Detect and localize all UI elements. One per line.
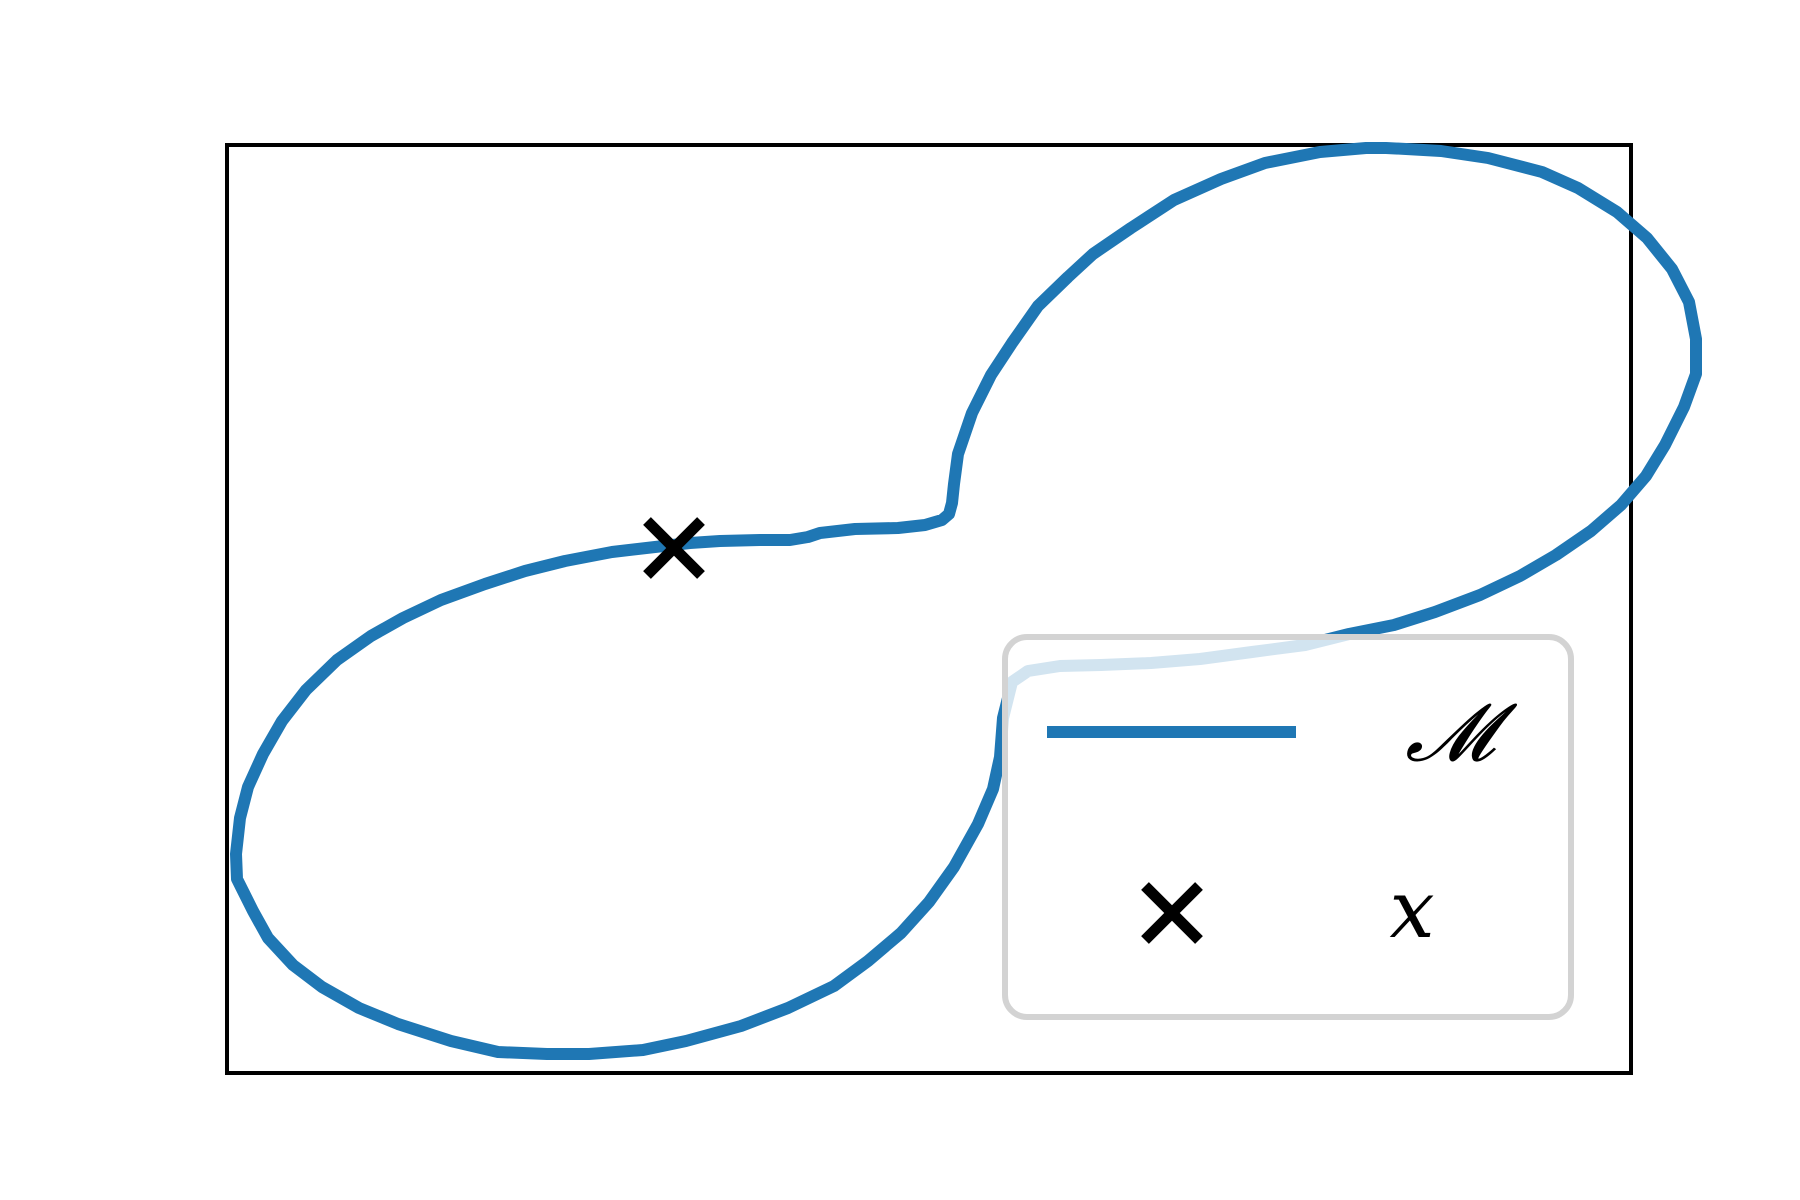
- legend-marker-symbol: [1141, 882, 1203, 944]
- point-x-marker: [643, 517, 705, 579]
- legend-label-x: x: [1389, 863, 1434, 956]
- axes-frame: [225, 143, 1633, 1075]
- legend: 𝓜 x: [1002, 634, 1574, 1020]
